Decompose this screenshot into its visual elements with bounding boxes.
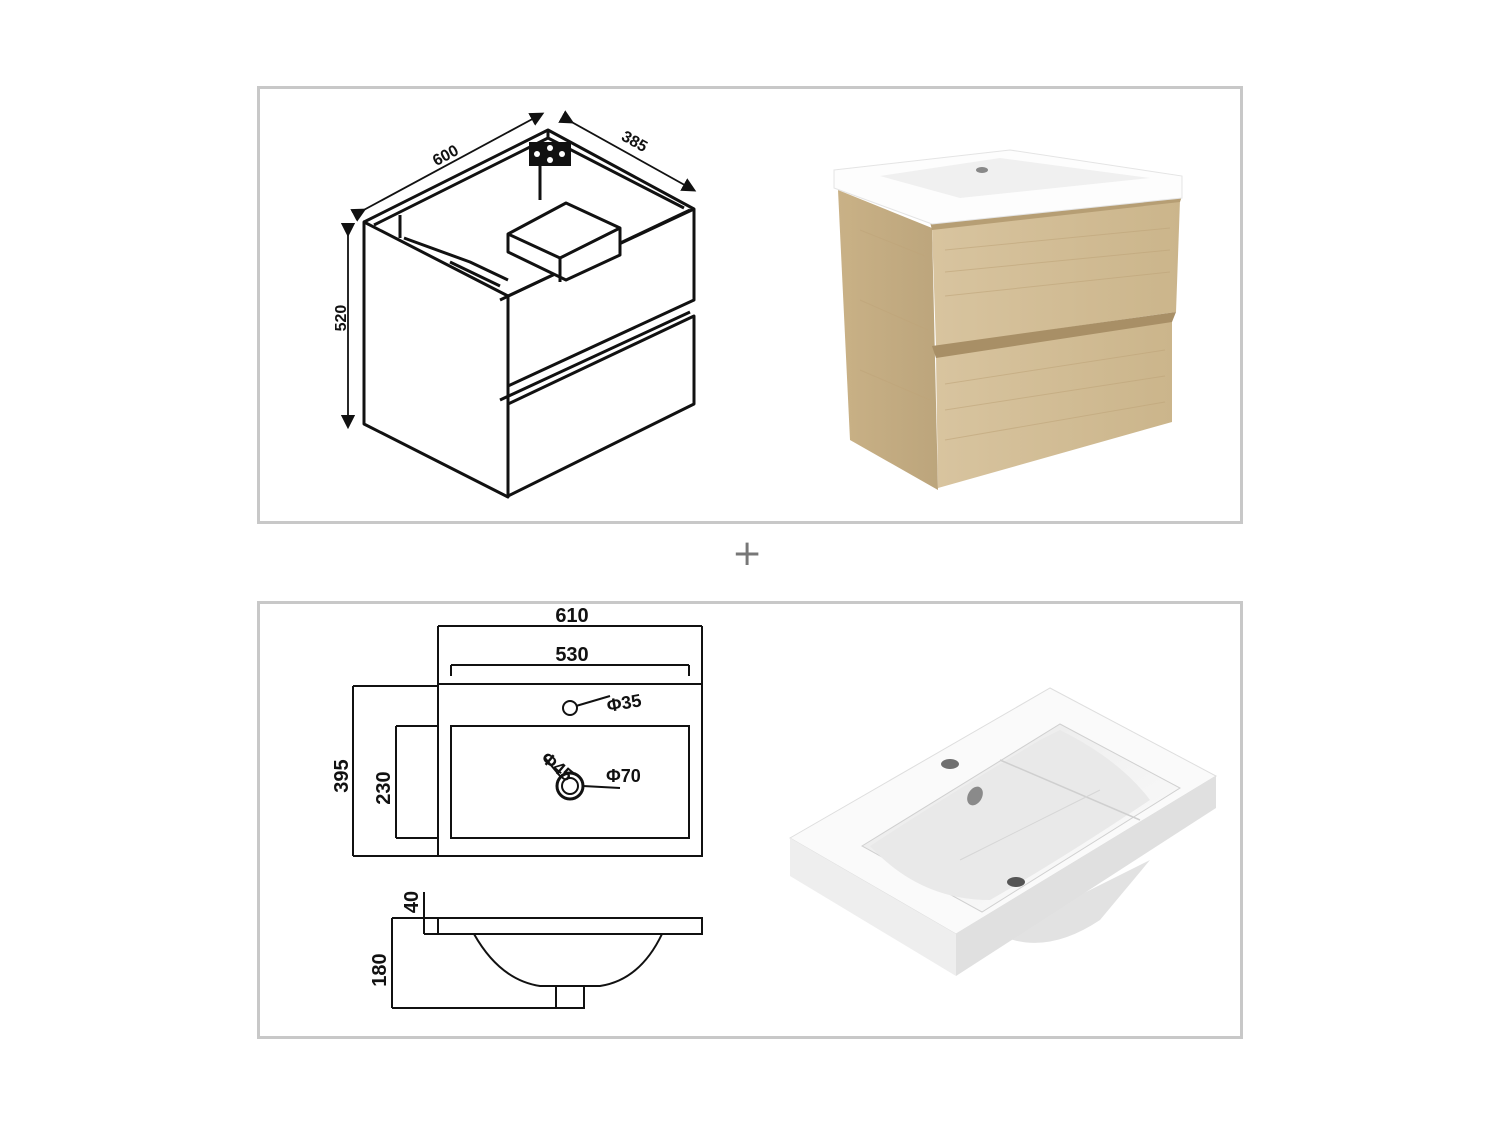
cabinet-render [833, 149, 1183, 490]
cabinet-dimension-lines [340, 110, 697, 430]
basin-inner-depth-label: 230 [373, 771, 395, 804]
cabinet-height-label: 520 [333, 305, 350, 332]
basin-inner-width-label: 530 [555, 644, 588, 666]
basin-outer-depth-label: 395 [331, 759, 353, 792]
wall-bracket-icon [529, 142, 571, 166]
cabinet-depth-label: 385 [618, 128, 650, 156]
rim-thickness-label: 40 [401, 891, 423, 913]
bowl-depth-label: 180 [369, 953, 391, 986]
basin-top-view [352, 625, 703, 857]
tap-hole-label: Φ35 [605, 690, 643, 716]
overflow-label: Φ70 [606, 766, 641, 786]
cabinet-line-drawing [362, 128, 696, 499]
plus-separator: + [732, 533, 763, 574]
basin-outer-width-label: 610 [555, 605, 588, 627]
basin-render [789, 687, 1218, 976]
basin-side-profile [391, 892, 703, 1009]
